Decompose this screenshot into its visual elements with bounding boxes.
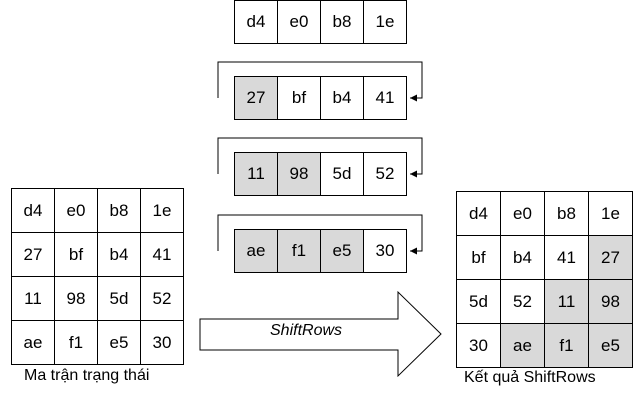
shift-cell: e0 [277, 0, 321, 44]
shift-cell-shifted: 27 [234, 76, 278, 120]
result-cell: 1e [588, 191, 633, 236]
shift-row-0: d4 e0 b8 1e [234, 0, 407, 44]
shift-cell: 5d [320, 152, 364, 196]
result-row: d4 e0 b8 1e [456, 191, 633, 236]
state-matrix: d4 e0 b8 1e 27 bf b4 41 11 98 5d 52 ae f… [11, 188, 184, 365]
shift-cell-shifted: e5 [320, 229, 364, 273]
result-cell: e0 [500, 191, 545, 236]
result-matrix: d4 e0 b8 1e bf b4 41 27 5d 52 11 98 30 a… [456, 191, 633, 368]
shift-cell: 52 [363, 152, 407, 196]
state-row: 27 bf b4 41 [11, 232, 184, 277]
state-cell: e0 [54, 188, 98, 233]
state-row: 11 98 5d 52 [11, 276, 184, 321]
state-cell: d4 [11, 188, 55, 233]
shiftrows-arrow-label: ShiftRows [270, 322, 343, 339]
state-cell: f1 [54, 320, 98, 365]
shiftrows-block-arrow [199, 290, 442, 378]
result-matrix-caption: Kết quả ShiftRows [464, 369, 596, 386]
result-cell: 52 [500, 279, 545, 324]
result-cell-shifted: 11 [544, 279, 589, 324]
rotation-arrow-row-3 [217, 214, 423, 255]
state-cell: e5 [97, 320, 141, 365]
result-cell: bf [456, 235, 501, 280]
rotation-arrow-row-2 [217, 137, 423, 178]
state-cell: 30 [140, 320, 184, 365]
shift-cell-shifted: 98 [277, 152, 321, 196]
state-cell: b4 [97, 232, 141, 277]
shift-cell: b8 [320, 0, 364, 44]
result-row: bf b4 41 27 [456, 235, 633, 280]
state-matrix-caption: Ma trận trạng thái [24, 367, 150, 384]
state-cell: 52 [140, 276, 184, 321]
shift-cell: bf [277, 76, 321, 120]
result-cell: b4 [500, 235, 545, 280]
shift-row-1: 27 bf b4 41 [234, 76, 407, 120]
result-cell-shifted: 98 [588, 279, 633, 324]
shift-cell: b4 [320, 76, 364, 120]
result-row: 30 ae f1 e5 [456, 323, 633, 368]
shift-cell: 1e [363, 0, 407, 44]
result-cell: d4 [456, 191, 501, 236]
shift-cell: 41 [363, 76, 407, 120]
result-cell: 5d [456, 279, 501, 324]
state-cell: 41 [140, 232, 184, 277]
rotation-arrow-row-1 [217, 61, 423, 102]
result-cell: b8 [544, 191, 589, 236]
result-cell-shifted: ae [500, 323, 545, 368]
result-cell-shifted: f1 [544, 323, 589, 368]
state-cell: 1e [140, 188, 184, 233]
result-cell-shifted: e5 [588, 323, 633, 368]
result-cell-shifted: 27 [588, 235, 633, 280]
shift-row-2: 11 98 5d 52 [234, 152, 407, 196]
shift-cell-shifted: 11 [234, 152, 278, 196]
result-row: 5d 52 11 98 [456, 279, 633, 324]
state-cell: 98 [54, 276, 98, 321]
shift-row-3: ae f1 e5 30 [234, 229, 407, 273]
state-cell: 11 [11, 276, 55, 321]
result-cell: 30 [456, 323, 501, 368]
state-row: ae f1 e5 30 [11, 320, 184, 365]
state-row: d4 e0 b8 1e [11, 188, 184, 233]
shift-cell: 30 [363, 229, 407, 273]
result-cell: 41 [544, 235, 589, 280]
shift-cell-shifted: f1 [277, 229, 321, 273]
